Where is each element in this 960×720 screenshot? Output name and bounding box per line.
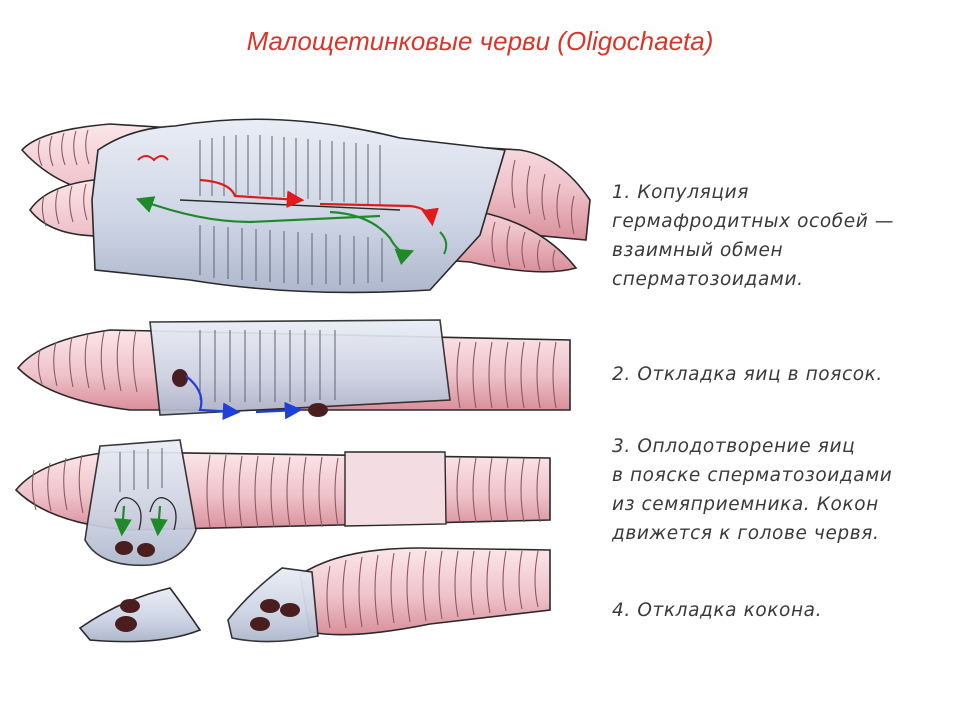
step-3-caption: 3. Оплодотворение яиц в пояске сперматоз… [612, 432, 952, 548]
arrow-green-left [114, 505, 132, 537]
arrow-green-right [150, 505, 168, 537]
caption-line: в пояске сперматозоидами [612, 465, 893, 486]
egg [120, 599, 140, 613]
caption-line: взаимный обмен [612, 240, 784, 261]
page-title: Малощетинковые черви (Oligochaeta) [246, 26, 714, 56]
clitellum-scene3 [344, 451, 447, 527]
caption-line: 3. Оплодотворение яиц [612, 436, 856, 457]
egg [172, 369, 188, 387]
scene-copulation [20, 118, 591, 294]
caption-line: 2. Откладка яиц в поясок. [612, 364, 883, 385]
egg [115, 616, 137, 632]
clitellum-scene2 [149, 319, 451, 416]
arrow-green-lower [329, 210, 415, 266]
caption-line: 1. Копуляция [612, 182, 749, 203]
scene-fertilization [14, 439, 551, 567]
egg [115, 541, 133, 555]
segment-rings-tube [199, 135, 383, 285]
scene-egg-laying [16, 319, 571, 421]
egg [308, 403, 328, 417]
segment-rings-left [37, 129, 90, 227]
arrow-blue-right [255, 401, 303, 420]
caption-line: сперматозоидами. [612, 269, 804, 290]
caption-line: 4. Откладка кокона. [612, 600, 823, 621]
egg [280, 603, 300, 617]
step-4-caption: 4. Откладка кокона. [612, 596, 952, 625]
arrow-green-tail [439, 231, 448, 255]
arrow-red-upper [199, 178, 305, 208]
arrow-red-head [137, 155, 169, 162]
cocoon-scene3 [84, 439, 197, 567]
step-2-caption: 2. Откладка яиц в поясок. [612, 360, 952, 389]
arrow-red-lower [319, 202, 439, 227]
caption-line: гермафродитных особей — [612, 211, 894, 232]
arrow-blue-down [185, 375, 241, 421]
egg [250, 617, 270, 631]
caption-line: из семяприемника. Кокон [612, 494, 879, 515]
segment-rings-right [491, 159, 575, 271]
step-1-caption: 1. Копуляция гермафродитных особей — вза… [612, 178, 952, 294]
egg [260, 599, 280, 613]
cocoon-free [78, 587, 202, 643]
arrow-green-upper [135, 196, 381, 224]
caption-line: движется к голове червя. [612, 523, 880, 544]
egg [137, 543, 155, 557]
scene-cocoon-laying [78, 547, 551, 643]
